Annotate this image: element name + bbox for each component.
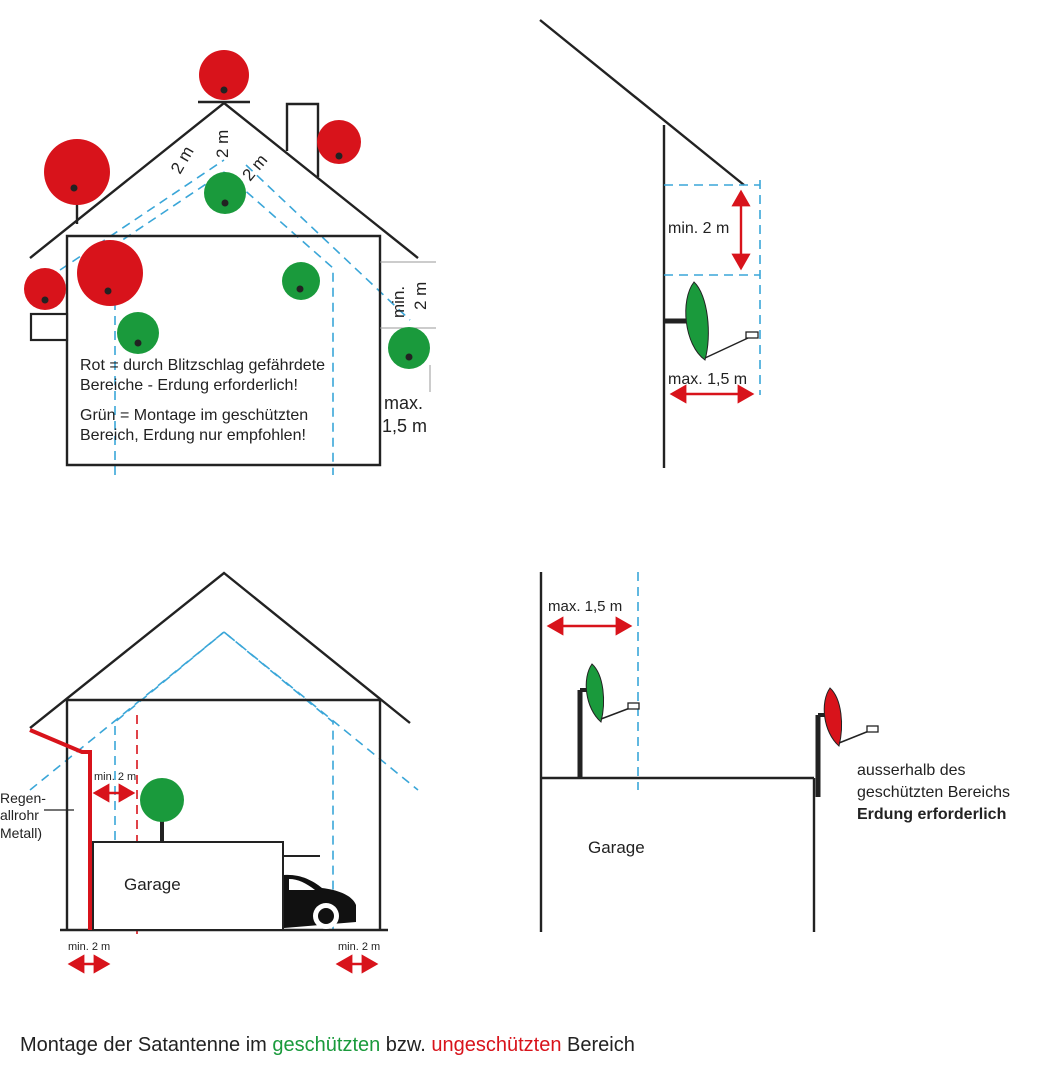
- caption-prefix: Montage der Satantenne im: [20, 1034, 273, 1056]
- legend-green-line1: Grün = Montage im geschützten: [80, 407, 308, 424]
- green-dish-profile: [664, 281, 759, 361]
- note-line2: geschützten Bereichs: [857, 784, 1010, 801]
- caption-suffix: Bereich: [561, 1034, 635, 1056]
- red-dish-wall-upper: [77, 240, 143, 306]
- figure-caption: Montage der Satantenne im geschützten bz…: [20, 1034, 635, 1057]
- roof-label-middle: 2 m: [213, 130, 232, 158]
- red-dish-wall-left: [24, 268, 66, 310]
- wall-box: [29, 312, 69, 342]
- garage-label: Garage: [124, 875, 181, 894]
- min-2m-label: min. 2 m: [668, 220, 729, 237]
- red-dish-profile: [815, 687, 879, 797]
- house-wall: [65, 234, 382, 467]
- caption-middle: bzw.: [380, 1034, 432, 1056]
- panel-house-garage: Regen- allrohr Metall) min. 2 m Garage m…: [0, 571, 419, 974]
- garage-box: [92, 841, 284, 931]
- min-top-label: min. 2 m: [94, 771, 136, 783]
- max-1-5m-label: max. 1,5 m: [668, 371, 747, 388]
- pipe-label-line2: allrohr: [0, 807, 39, 823]
- note-bold: Erdung erforderlich: [857, 806, 1006, 823]
- caption-green: geschützten: [272, 1034, 381, 1056]
- protection-zone-right: [223, 171, 334, 475]
- protection-zone-far-right: [245, 164, 411, 321]
- panel-garage-detail: max. 1,5 m Garage ausserhalb des geschüt…: [539, 572, 1010, 932]
- side-2m-label: 2 m: [411, 282, 430, 310]
- legend-green-line2: Bereich, Erdung nur empfohlen!: [80, 427, 306, 444]
- rain-pipe: [29, 728, 92, 930]
- min-left-label: min. 2 m: [68, 941, 110, 953]
- car-icon: [284, 874, 356, 929]
- green-dish-side: [388, 327, 430, 369]
- max-label-line1: max.: [384, 393, 423, 413]
- roof-label-left: 2 m: [167, 143, 198, 177]
- side-min-label: min.: [389, 286, 408, 318]
- red-dish-mast: [44, 139, 110, 205]
- green-dish-wall-right: [282, 262, 320, 300]
- green-dish-roof: [204, 172, 246, 214]
- green-dish-wall-left: [117, 312, 159, 354]
- pipe-label-line1: Regen-: [0, 790, 46, 806]
- legend-red-line2: Bereiche - Erdung erforderlich!: [80, 377, 298, 394]
- green-dish-profile: [577, 663, 640, 778]
- pipe-label-line3: Metall): [0, 825, 42, 841]
- panel-wall-detail: min. 2 m max. 1,5 m: [539, 19, 761, 468]
- roof-label-right: 2 m: [239, 151, 272, 185]
- red-dish-chimney: [317, 120, 361, 164]
- roof-slope: [539, 19, 745, 186]
- note-line1: ausserhalb des: [857, 762, 966, 779]
- caption-red: ungeschützten: [431, 1034, 562, 1056]
- red-dish-roof-top: [199, 50, 249, 100]
- house-roof: [29, 571, 411, 729]
- legend-red-line1: Rot = durch Blitzschlag gefährdete: [80, 357, 325, 374]
- green-dish-garage: [140, 778, 184, 842]
- garage-label: Garage: [588, 838, 645, 857]
- max-label: max. 1,5 m: [548, 598, 622, 615]
- max-label-line2: 1,5 m: [382, 416, 427, 436]
- house-wall: [65, 698, 382, 930]
- panel-house-overview: 2 m 2 m 2 m min. 2 m max. 1,5 m Rot = du…: [24, 50, 436, 475]
- min-right-label: min. 2 m: [338, 941, 380, 953]
